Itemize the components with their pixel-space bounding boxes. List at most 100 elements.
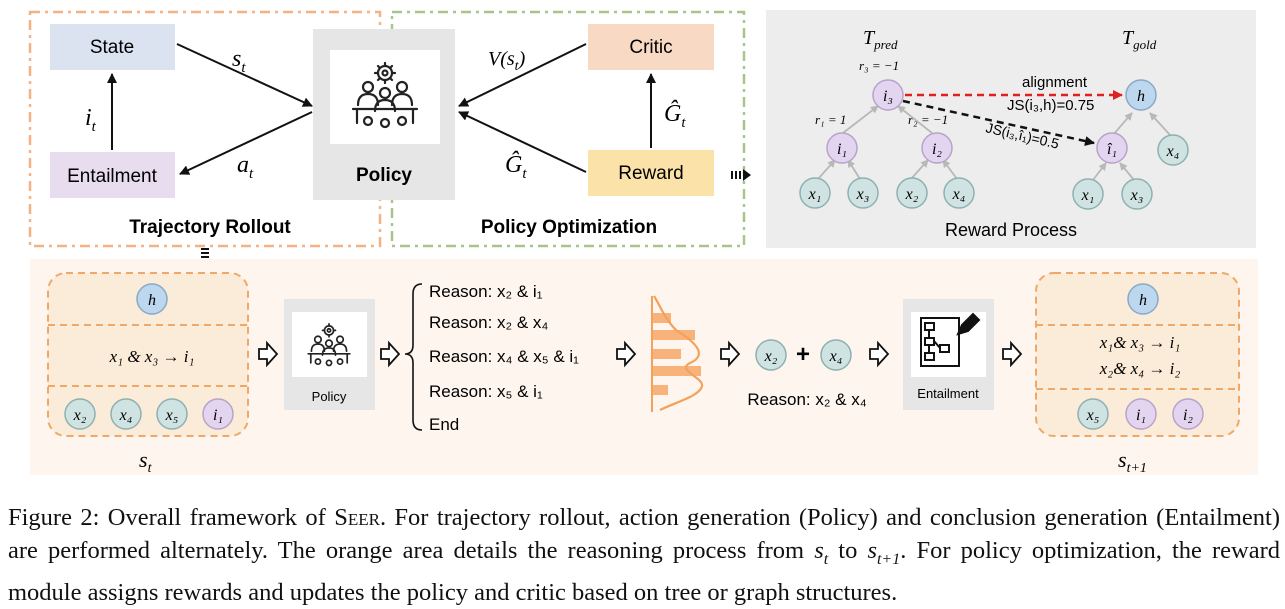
node-x1-gold: x₁: [1072, 178, 1104, 210]
svg-text:x₂: x₂: [764, 348, 778, 365]
t-gold-label: Tgold: [1122, 27, 1157, 52]
alignment-arrow-black: [902, 99, 1095, 146]
r2-label: r₂ = −1: [908, 112, 948, 127]
node-x1-pred: x₁: [799, 177, 831, 209]
svg-text:x₄: x₄: [952, 186, 966, 203]
svg-text:x₄: x₄: [829, 348, 843, 365]
state-rule: x₁ & x₃ → i₁: [109, 347, 195, 366]
state-node-x5: x₅: [156, 398, 188, 430]
caption-method-name: Seer: [334, 504, 380, 531]
r1-label: r₁ = 1: [815, 112, 846, 127]
svg-text:x₅: x₅: [165, 407, 179, 424]
arrow-policy-to-entailment: [179, 111, 313, 175]
caption-text-1: . For trajectory rollout, action generat…: [8, 504, 1280, 564]
svg-text:x₃: x₃: [1130, 187, 1144, 204]
svg-text:i₁: i₁: [837, 141, 847, 158]
edge-label-a: at: [237, 152, 254, 182]
plus-sign: +: [796, 341, 810, 368]
next-h-node: h: [1127, 283, 1159, 315]
selected-node-x4: x₄: [820, 339, 852, 371]
node-i3: i₃: [872, 79, 904, 111]
state-node-x4: x₄: [110, 398, 142, 430]
state-card: [47, 272, 249, 437]
svg-text:x₂: x₂: [73, 407, 87, 424]
svg-text:h: h: [1137, 88, 1145, 105]
next-state-card: [1035, 272, 1240, 437]
figure-caption: Figure 2: Overall framework of Seer. For…: [8, 501, 1280, 609]
node-h-gold: h: [1125, 79, 1157, 111]
arrow-critic-to-policy: [458, 43, 587, 107]
flowchart-pencil-icon: [920, 312, 981, 367]
node-x4-pred: x₄: [943, 177, 975, 209]
node-x2-pred: x₂: [896, 177, 928, 209]
t-pred-label: Tpred: [863, 27, 898, 52]
caption-s-t1: st+1: [867, 537, 901, 568]
svg-text:i₂: i₂: [932, 141, 942, 158]
entailment-label: Entailment: [67, 166, 157, 187]
svg-text:i₂: i₂: [1183, 407, 1193, 424]
gold-tree-edges: [1092, 112, 1171, 181]
selected-reason-caption: Reason: x₂ & x₄: [747, 390, 866, 409]
entailment-box: [50, 152, 175, 198]
framework-diagram: State Entailment it st at Trajectory Rol…: [28, 10, 1258, 476]
svg-text:x₄: x₄: [119, 407, 133, 424]
detail-policy-icon-frame: [292, 312, 367, 377]
svg-text:i₃: i₃: [883, 88, 893, 105]
svg-text:x₁: x₁: [808, 186, 822, 203]
state-caption: st: [139, 447, 153, 476]
node-i1: i₁: [826, 132, 858, 164]
critic-box: [588, 24, 714, 70]
reason-3: Reason: x₄ & x₅ & i₁: [429, 347, 579, 366]
caption-mid: to: [828, 537, 868, 564]
selected-node-x2: x₂: [755, 339, 787, 371]
policy-label: Policy: [356, 165, 412, 186]
reason-brace: [404, 283, 423, 431]
svg-text:x₃: x₃: [856, 186, 870, 203]
reason-2: Reason: x₂ & x₄: [429, 313, 548, 332]
arrow-state-to-policy: [176, 43, 313, 107]
svg-text:x₄: x₄: [1166, 143, 1180, 160]
next-node-i1: i₁: [1125, 398, 1157, 430]
edge-label-g-hat-critic: Ĝt: [664, 101, 686, 131]
edge-label-s: st: [232, 46, 246, 76]
caption-text-2: . For policy optimization, the reward mo…: [8, 537, 1280, 606]
reward-label: Reward: [618, 163, 683, 184]
connector-to-reward-process: [731, 169, 751, 181]
reason-1: Reason: x₂ & i₁: [429, 282, 543, 301]
reward-process-title: Reward Process: [945, 220, 1077, 240]
svg-text:x₅: x₅: [1086, 407, 1100, 424]
node-i2: i₂: [921, 132, 953, 164]
state-label: State: [90, 37, 134, 58]
node-i1hat-gold: î₁: [1096, 132, 1128, 164]
node-x3-gold: x₃: [1121, 178, 1153, 210]
policy-optimization-title: Policy Optimization: [481, 217, 657, 238]
trajectory-rollout-title: Trajectory Rollout: [129, 217, 291, 238]
detail-entailment-label: Entailment: [917, 386, 979, 401]
hollow-arrows: [258, 340, 1023, 368]
edge-label-g-hat-policy: Ĝt: [505, 152, 527, 182]
next-rule-1: x₁& x₃ → i₁: [1099, 333, 1181, 352]
edge-label-i: it: [85, 105, 97, 135]
svg-text:x₁: x₁: [1081, 187, 1095, 204]
alignment-label: alignment: [1022, 74, 1088, 91]
caption-prefix: Figure 2: Overall framework of: [8, 504, 335, 531]
next-state-caption: st+1: [1118, 447, 1147, 476]
svg-text:h: h: [148, 292, 156, 309]
next-node-i2: i₂: [1172, 398, 1204, 430]
reason-4: Reason: x₅ & i₁: [429, 382, 543, 401]
state-box: [50, 24, 175, 70]
r3-label: r₃ = −1: [859, 58, 899, 73]
action-distribution-icon: [651, 295, 704, 412]
policy-optimization-region: [390, 10, 746, 248]
svg-text:i₁: i₁: [1136, 407, 1146, 424]
detail-policy-label: Policy: [312, 389, 347, 404]
node-x4-gold: x₄: [1157, 134, 1189, 166]
next-rule-2: x₂& x₄ → i₂: [1099, 359, 1181, 378]
team-meeting-icon-small: [307, 323, 351, 367]
arrow-reward-to-policy: [458, 111, 587, 173]
svg-text:i₁: i₁: [213, 407, 223, 424]
caption-s-t: st: [814, 537, 829, 568]
svg-text:x₂: x₂: [905, 186, 919, 203]
critic-label: Critic: [629, 37, 672, 58]
team-meeting-icon: [351, 61, 419, 129]
